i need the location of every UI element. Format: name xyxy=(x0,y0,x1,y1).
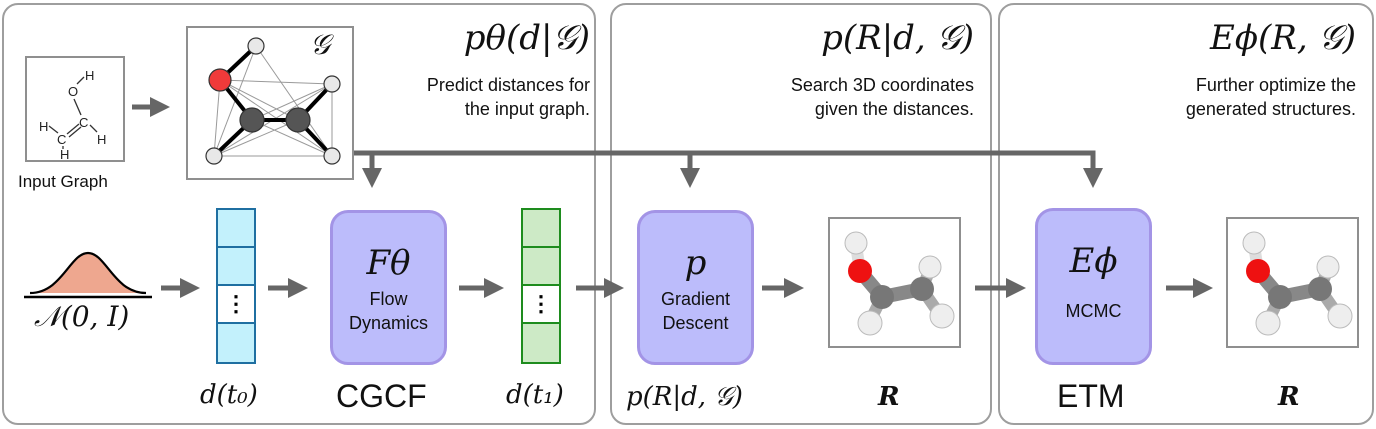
block-label-line1: MCMC xyxy=(1065,301,1122,321)
vector-d-t1: ⋮ xyxy=(521,208,561,364)
block-label-line2: Descent xyxy=(662,313,729,333)
panel-2-description-line2: given the distances. xyxy=(814,99,974,119)
vector-d-t0: ⋮ xyxy=(216,208,256,364)
panel-1-description-line1: Predict distances for xyxy=(426,75,590,95)
block-label-line1: Flow xyxy=(369,289,408,309)
conformation-box xyxy=(828,217,961,348)
gaussian-prior-icon xyxy=(24,251,152,299)
panel-3-title: Eϕ(R, 𝒢) xyxy=(1210,18,1356,58)
block-symbol: Eϕ xyxy=(1069,241,1118,281)
vector-d-t0-label: d(t₀) xyxy=(200,380,258,410)
mcmc-block: Eϕ MCMC xyxy=(1035,208,1152,365)
atom-label: C xyxy=(79,115,88,130)
panel-3-description: Further optimize the generated structure… xyxy=(1186,73,1356,121)
panel-distance-prediction xyxy=(2,3,596,425)
ellipsis: ⋮ xyxy=(523,286,559,324)
atom-label: C xyxy=(57,132,66,147)
panel-2-description-line1: Search 3D coordinates xyxy=(790,75,974,95)
hydrogen-node xyxy=(323,147,341,165)
hydrogen-node xyxy=(247,37,265,55)
panel-3-description-line2: generated structures. xyxy=(1185,99,1356,119)
carbon-node xyxy=(239,107,265,133)
gd-caption: p(R|d, 𝒢) xyxy=(626,382,743,412)
molecular-graph xyxy=(205,37,341,165)
optimized-conformation-box xyxy=(1226,217,1359,348)
graph-symbol: 𝒢 xyxy=(310,28,330,61)
arrow-graph-to-etm xyxy=(354,150,1103,188)
flow-dynamics-block: Fθ Flow Dynamics xyxy=(330,210,447,365)
prior-label: 𝒩(0, I) xyxy=(34,300,130,333)
atom-label: O xyxy=(68,84,78,99)
panel-3-description-line1: Further optimize the xyxy=(1195,75,1356,95)
block-label-line1: Gradient xyxy=(660,289,731,309)
input-graph-box: H O H C C H H xyxy=(25,56,125,162)
input-graph-caption: Input Graph xyxy=(18,172,108,191)
molecule-3d-icon xyxy=(844,231,955,336)
block-symbol: Fθ xyxy=(366,243,411,283)
gradient-descent-block: p Gradient Descent xyxy=(637,210,754,365)
oxygen-node xyxy=(208,68,232,92)
panel-1-description-line2: the input graph. xyxy=(464,99,590,119)
vector-d-t1-label: d(t₁) xyxy=(506,380,564,410)
output-r-label: R xyxy=(1278,382,1300,412)
atom-label: H xyxy=(39,119,48,134)
panel-1-description: Predict distances for the input graph. xyxy=(427,73,590,121)
output-r-label: R xyxy=(878,382,900,412)
hydrogen-node xyxy=(205,147,223,165)
cgcf-caption: CGCF xyxy=(336,378,427,414)
atom-label: H xyxy=(85,68,94,83)
block-label-line2: Dynamics xyxy=(348,313,428,333)
atom-label: H xyxy=(60,147,69,160)
panel-coordinate-search xyxy=(610,3,992,425)
carbon-node xyxy=(285,107,311,133)
panel-2-title: p(R|d, 𝒢) xyxy=(821,18,974,58)
atom-label: H xyxy=(97,132,106,147)
ellipsis: ⋮ xyxy=(218,286,254,324)
hydrogen-node xyxy=(323,75,341,93)
block-symbol: p xyxy=(684,243,707,283)
etm-caption: ETM xyxy=(1057,378,1125,414)
panel-2-description: Search 3D coordinates given the distance… xyxy=(791,73,974,121)
molecular-graph-box xyxy=(186,26,354,180)
panel-1-title: pθ(d|𝒢) xyxy=(463,18,590,58)
input-molecule-structure: H O H C C H H xyxy=(39,68,106,162)
panel-energy-optimization xyxy=(998,3,1374,425)
molecule-3d-icon xyxy=(1242,231,1353,336)
